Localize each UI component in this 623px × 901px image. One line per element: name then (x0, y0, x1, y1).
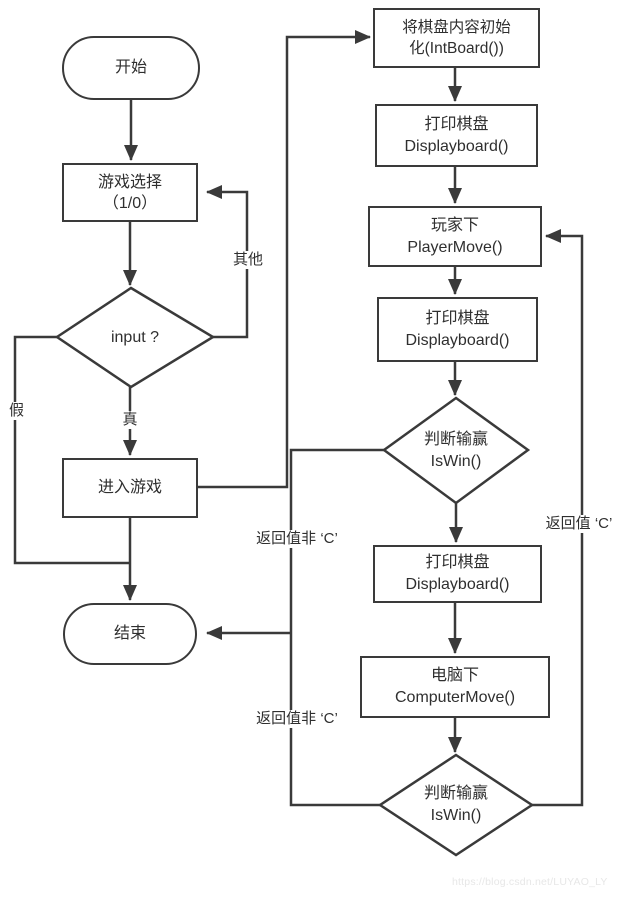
edge-label-true: 真 (119, 411, 141, 429)
node-iswin-2-line2: IsWin() (430, 807, 482, 824)
node-input-decision-label: input ? (110, 328, 160, 346)
edge-input-false-to-end (13, 335, 130, 565)
node-display-board-3-line1: 打印棋盘 (425, 554, 490, 571)
csdn-watermark: https://blog.csdn.net/LUYAO_LY (452, 876, 608, 888)
node-computer-move-line2: ComputerMove() (394, 689, 516, 706)
node-start-label: 开始 (114, 59, 147, 76)
edge-label-false: 假 (6, 402, 28, 420)
node-player-move-line1: 玩家下 (430, 216, 479, 234)
edge-label-return-not-c-1: 返回值非 ‘C’ (253, 530, 341, 548)
node-game-select-line2: （1/0） (102, 194, 158, 212)
node-iswin-1: 判断输赢 IsWin() (384, 398, 528, 503)
input-decision-shape (54, 286, 216, 389)
node-enter-game: 进入游戏 (62, 458, 198, 518)
node-end: 结束 (63, 603, 197, 665)
node-display-board-2-line1: 打印棋盘 (425, 309, 490, 327)
node-player-move: 玩家下 PlayerMove() (368, 206, 542, 267)
node-computer-move: 电脑下 ComputerMove() (360, 656, 550, 718)
node-iswin-2: 判断输赢 IsWin() (380, 755, 532, 855)
edge-label-return-c: 返回值 ‘C’ (542, 515, 616, 533)
node-computer-move-line1: 电脑下 (430, 667, 479, 684)
node-iswin-1-line2: IsWin() (430, 452, 482, 470)
node-game-select-line1: 游戏选择 (97, 173, 162, 191)
edge-label-return-not-c-2: 返回值非 ‘C’ (253, 710, 341, 728)
node-input-decision: input ? (57, 288, 213, 387)
node-display-board-1: 打印棋盘 Displayboard() (375, 104, 538, 167)
node-start: 开始 (62, 36, 200, 100)
node-display-board-3: 打印棋盘 Displayboard() (373, 545, 542, 603)
node-display-board-2: 打印棋盘 Displayboard() (377, 297, 538, 362)
node-enter-game-label: 进入游戏 (97, 479, 162, 496)
node-iswin-1-line1: 判断输赢 (423, 430, 488, 448)
node-player-move-line2: PlayerMove() (407, 238, 503, 256)
node-iswin-2-line1: 判断输赢 (423, 785, 488, 802)
node-end-label: 结束 (113, 625, 146, 642)
node-display-board-1-line1: 打印棋盘 (424, 115, 489, 133)
iswin2-decision-shape (377, 753, 535, 857)
iswin1-decision-shape (381, 396, 531, 505)
edge-label-other: 其他 (230, 251, 267, 269)
node-init-board: 将棋盘内容初始 化(IntBoard()) (373, 8, 540, 68)
edge-iswin-not-c-spine (289, 448, 384, 807)
node-display-board-3-line2: Displayboard() (405, 576, 510, 593)
node-init-board-line2: 化(IntBoard()) (409, 40, 504, 57)
node-display-board-1-line2: Displayboard() (404, 137, 509, 155)
node-init-board-line1: 将棋盘内容初始 (402, 19, 511, 36)
node-game-select: 游戏选择 （1/0） (62, 163, 198, 222)
edge-enter-game-to-init-board (198, 30, 371, 489)
node-display-board-2-line2: Displayboard() (405, 331, 510, 349)
